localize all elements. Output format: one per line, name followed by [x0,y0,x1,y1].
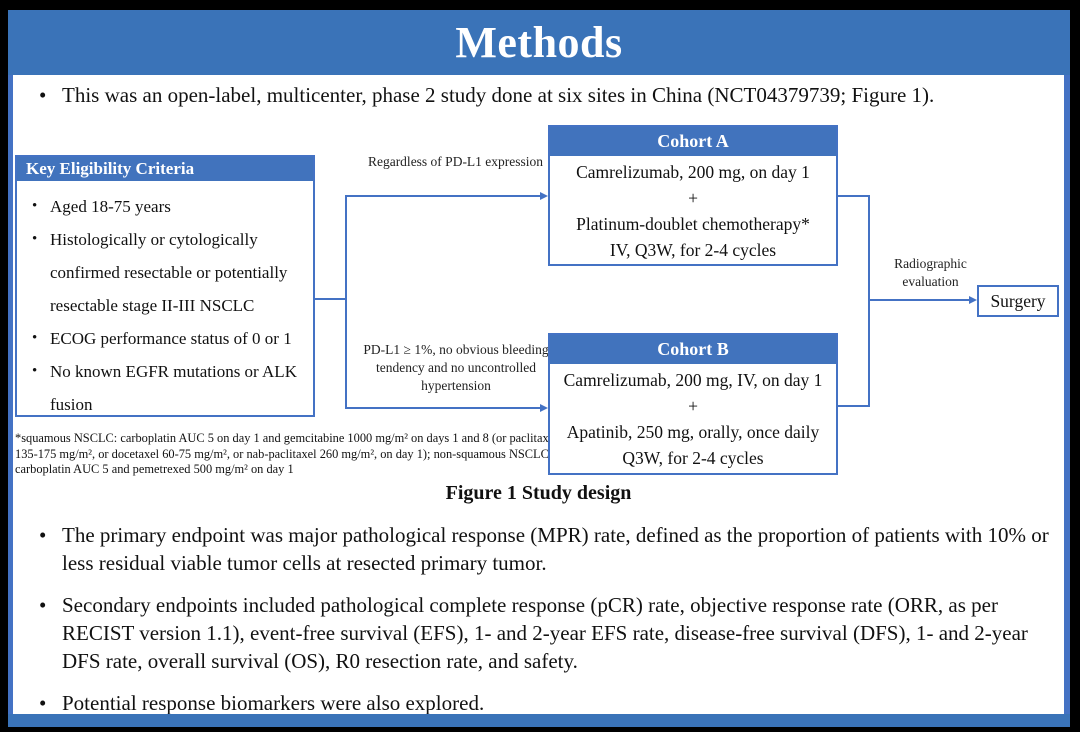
connector-line [838,405,870,407]
cohort-b-body: Camrelizumab, 200 mg, IV, on day 1 + Apa… [550,364,836,471]
eligibility-box: Key Eligibility Criteria Aged 18-75 year… [15,155,315,417]
slide: Methods This was an open-label, multicen… [8,10,1070,727]
cohort-a-header: Cohort A [550,127,836,156]
cohort-b-line: + [688,396,698,416]
cohort-a-line: + [688,188,698,208]
connector-line [345,407,540,409]
eligibility-item: Histologically or cytologically confirme… [31,223,309,322]
arrow-head-icon [969,296,977,304]
slide-footer-bar [8,714,1070,727]
figure-caption: Figure 1 Study design [445,482,632,504]
connector-line [313,298,345,300]
slide-content: This was an open-label, multicenter, pha… [8,75,1070,714]
connector-line [345,195,347,409]
connector-line [868,195,870,407]
secondary-endpoints-bullet: Secondary endpoints included pathologica… [37,591,1064,675]
eligibility-body: Aged 18-75 years Histologically or cytol… [17,181,313,421]
branch-b-condition-label: PD-L1 ≥ 1%, no obvious bleeding tendency… [363,342,549,393]
chemotherapy-footnote: *squamous NSCLC: carboplatin AUC 5 on da… [15,431,558,477]
cohort-b-line: Q3W, for 2-4 cycles [622,448,764,468]
cohort-b-line: Camrelizumab, 200 mg, IV, on day 1 [563,370,823,390]
arrow-head-icon [540,192,548,200]
connector-line [868,299,969,301]
cohort-a-line: Camrelizumab, 200 mg, on day 1 [576,162,810,182]
branch-a-condition-label: Regardless of PD-L1 expression [367,154,544,169]
page-title: Methods [455,18,623,67]
cohort-a-body: Camrelizumab, 200 mg, on day 1 + Platinu… [550,156,836,263]
connector-line [838,195,870,197]
slide-header: Methods [8,10,1070,75]
connector-line [345,195,540,197]
cohort-b-line: Apatinib, 250 mg, orally, once daily [566,422,820,442]
primary-endpoint-bullet: The primary endpoint was major pathologi… [37,521,1064,577]
eligibility-header: Key Eligibility Criteria [17,157,313,181]
arrow-head-icon [540,404,548,412]
cohort-b-header: Cohort B [550,335,836,364]
biomarkers-bullet: Potential response biomarkers were also … [37,689,1064,714]
cohort-a-line: Platinum-doublet chemotherapy* [576,214,810,234]
radiographic-evaluation-label: Radiographic evaluation [894,256,967,289]
cohort-a-line: IV, Q3W, for 2-4 cycles [609,240,777,260]
cohort-a-box: Cohort A Camrelizumab, 200 mg, on day 1 … [548,125,838,266]
cohort-b-box: Cohort B Camrelizumab, 200 mg, IV, on da… [548,333,838,475]
eligibility-item: Aged 18-75 years [31,190,309,223]
eligibility-item: ECOG performance status of 0 or 1 [31,322,309,355]
surgery-box: Surgery [977,285,1059,317]
eligibility-item: No known EGFR mutations or ALK fusion [31,355,309,421]
intro-bullet: This was an open-label, multicenter, pha… [37,81,1064,109]
